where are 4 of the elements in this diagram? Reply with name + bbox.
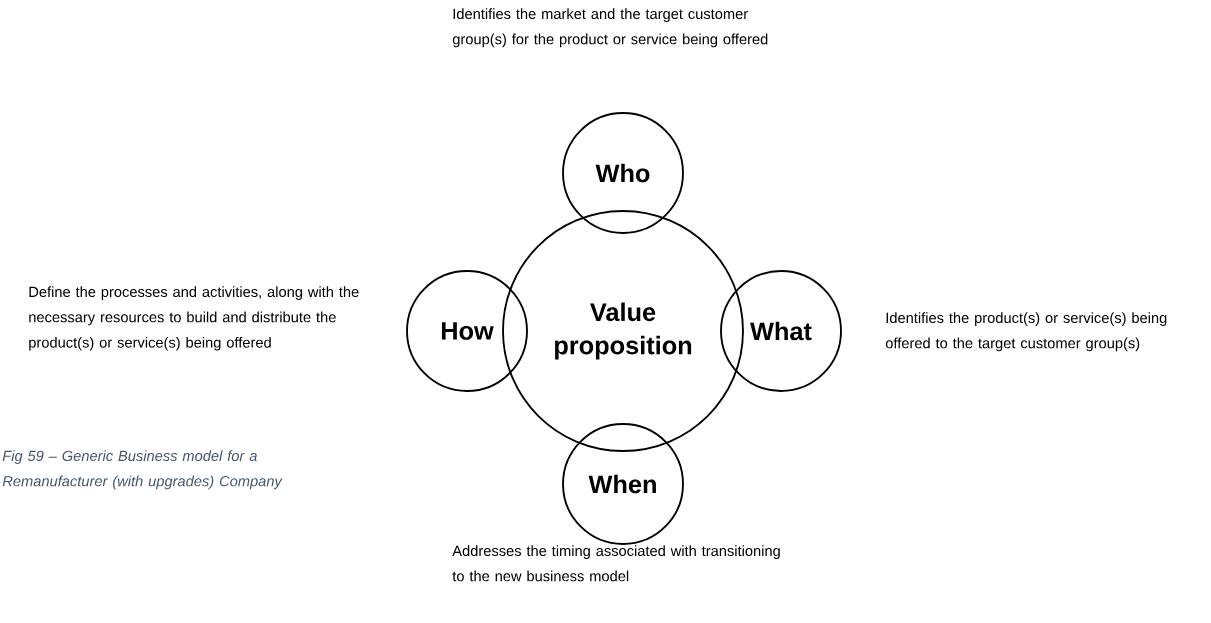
description-text: Identifies the product(s) or service(s) being offered to the target customer group(s) — [885, 312, 1167, 352]
figure-caption: Fig 59 – Generic Business model for a Remanufacturer (with upgrades) Company — [2, 450, 283, 490]
description-text: Define the processes and activities, along with the necessary resources to build and distribute the product(s) or service(s) being offered — [29, 286, 359, 351]
description-text: Identifies the market and the target customer group(s) for the product or service being offered — [452, 8, 768, 48]
